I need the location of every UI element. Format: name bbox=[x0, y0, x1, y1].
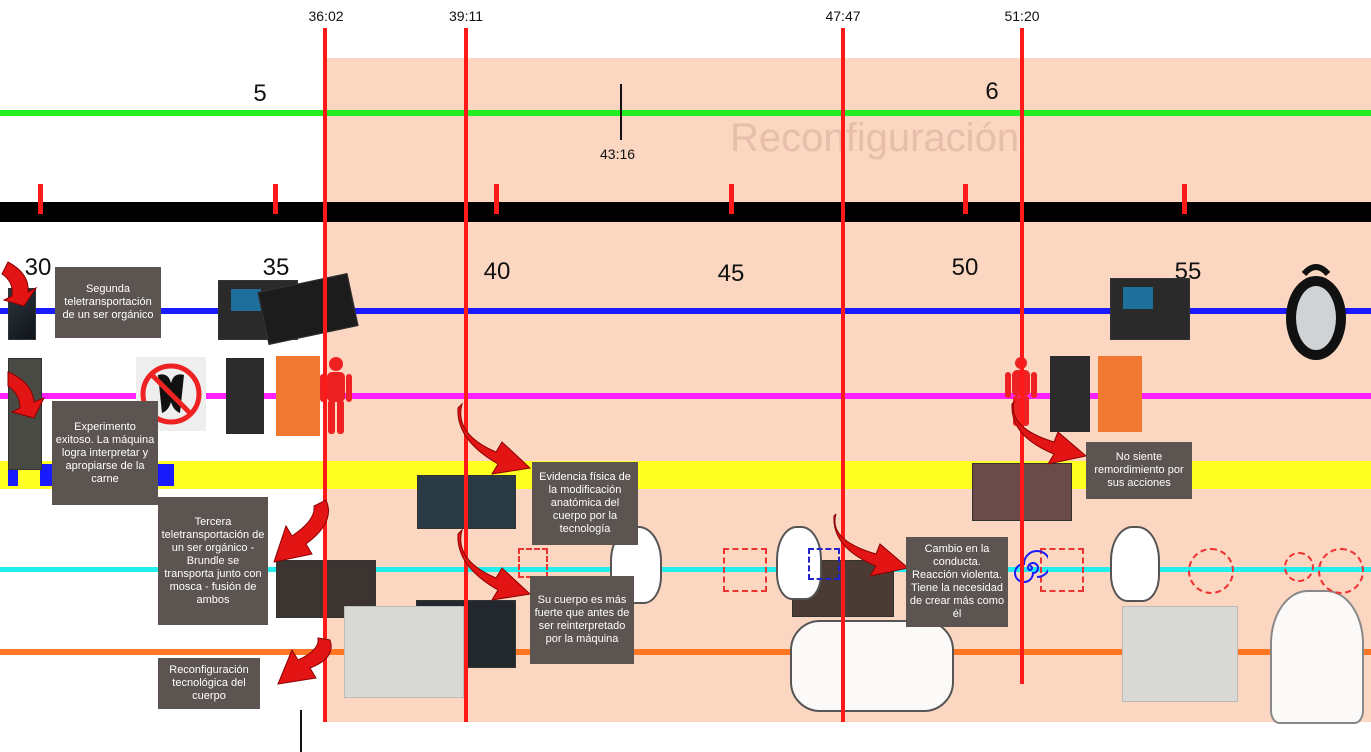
minute-tick bbox=[1182, 184, 1187, 214]
end-marker bbox=[300, 710, 302, 752]
time-marker-51-20 bbox=[1020, 28, 1024, 684]
sketch-creature-icon bbox=[1122, 606, 1238, 702]
time-label: 47:47 bbox=[825, 8, 861, 24]
curved-arrow-icon bbox=[273, 499, 329, 563]
telepod-machine-icon bbox=[8, 288, 36, 340]
lab-photo bbox=[8, 358, 42, 470]
dashed-circle bbox=[1318, 548, 1364, 594]
phase-title: Reconfiguración bbox=[730, 116, 1020, 160]
minute-label: 45 bbox=[717, 260, 745, 287]
minute-label: 50 bbox=[951, 254, 979, 281]
minute-label: 30 bbox=[24, 254, 52, 281]
robot-head-icon bbox=[1050, 356, 1090, 432]
sketch-creature-icon bbox=[344, 606, 464, 698]
note-reconfig: Reconfiguración tecnológica del cuerpo bbox=[158, 658, 260, 709]
time-label: 39:11 bbox=[449, 8, 483, 24]
minute-label: 35 bbox=[262, 254, 290, 281]
minute-tick bbox=[494, 184, 499, 214]
dashed-circle bbox=[1188, 548, 1234, 594]
time-marker-47-47 bbox=[841, 28, 845, 722]
cyan-line bbox=[0, 567, 1371, 572]
orange-line bbox=[0, 649, 1371, 655]
note-third-teleport: Tercera teletransportación de un ser org… bbox=[158, 497, 268, 625]
black-timeline-bar bbox=[0, 202, 1371, 222]
dashed-square bbox=[518, 548, 548, 578]
cubist-face-icon bbox=[276, 356, 320, 436]
note-stronger: Su cuerpo es más fuerte que antes de ser… bbox=[530, 576, 634, 664]
time-marker-36-02 bbox=[323, 28, 327, 722]
time-marker-39-11 bbox=[464, 28, 468, 722]
minute-tick bbox=[729, 184, 734, 214]
midpoint-label: 43:16 bbox=[600, 146, 636, 162]
magenta-line bbox=[0, 393, 1371, 399]
time-label: 36:02 bbox=[308, 8, 344, 24]
time-label: 51:20 bbox=[1004, 8, 1040, 24]
cubist-face-icon bbox=[1098, 356, 1142, 432]
dashed-circle bbox=[1284, 552, 1314, 582]
robot-head-icon bbox=[226, 358, 264, 434]
act-number-5: 5 bbox=[253, 80, 267, 107]
blue-line bbox=[0, 308, 1371, 314]
dashed-square bbox=[723, 548, 767, 592]
note-evidence: Evidencia física de la modificación anat… bbox=[532, 462, 638, 545]
note-remorse: No siente remordimiento por sus acciones bbox=[1086, 442, 1192, 499]
baby-sketch-icon bbox=[1110, 526, 1160, 602]
sketch-creature-icon bbox=[1270, 590, 1364, 724]
act-number-6: 6 bbox=[985, 78, 999, 105]
minute-tick bbox=[38, 184, 43, 214]
midpoint-marker bbox=[620, 84, 622, 140]
dashed-square bbox=[808, 548, 840, 580]
telepod-machine-icon bbox=[1110, 278, 1190, 340]
blue-block bbox=[8, 470, 18, 486]
dashed-square bbox=[1040, 548, 1084, 592]
mirror-icon bbox=[1280, 260, 1352, 370]
minute-label: 40 bbox=[483, 258, 511, 285]
no-kiss-icon-svg bbox=[140, 363, 202, 425]
note-second-teleport: Segunda teletransportación de un ser org… bbox=[55, 267, 161, 338]
note-behavior: Cambio en la conducta. Reacción violenta… bbox=[906, 537, 1008, 627]
minute-tick bbox=[273, 184, 278, 214]
green-line bbox=[0, 110, 1371, 116]
note-experiment: Experimento exitoso. La máquina logra in… bbox=[52, 401, 158, 505]
sketch-creature-icon bbox=[790, 620, 954, 712]
minute-tick bbox=[963, 184, 968, 214]
baby-sketch-icon bbox=[776, 526, 822, 600]
spiral-icon bbox=[1012, 550, 1051, 586]
